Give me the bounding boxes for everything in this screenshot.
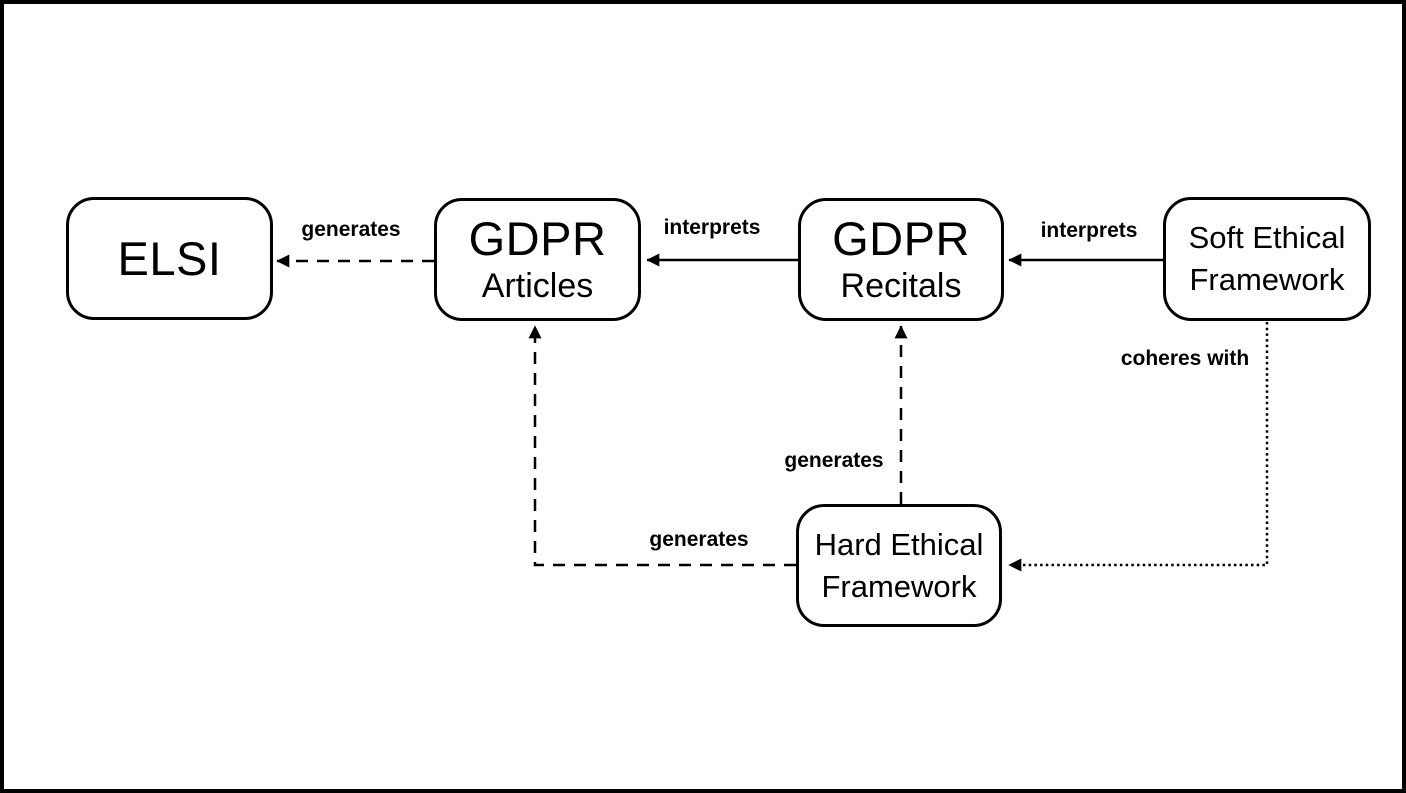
node-gdpr-articles-subtitle: Articles (481, 267, 594, 305)
node-hard-ethical-line1: Hard Ethical (814, 526, 984, 562)
node-elsi: ELSI (66, 197, 273, 320)
node-soft-ethical-framework: Soft Ethical Framework (1163, 197, 1371, 321)
edge-label-interprets-recitals-articles: interprets (661, 216, 763, 240)
edge-label-generates-hard-articles: generates (647, 528, 751, 552)
node-gdpr-articles-title: GDPR (468, 212, 607, 265)
connector-layer (276, 253, 1269, 572)
node-hard-ethical-framework: Hard Ethical Framework (796, 504, 1002, 627)
node-gdpr-recitals-title: GDPR (832, 212, 970, 265)
node-soft-ethical-line2: Framework (1189, 262, 1345, 297)
edge-label-interprets-soft-recitals: interprets (1038, 219, 1140, 243)
edge-label-generates-articles-elsi: generates (299, 218, 403, 242)
node-hard-ethical-line2: Framework (821, 568, 977, 604)
edge-label-generates-hard-recitals: generates (782, 449, 886, 473)
node-gdpr-recitals-subtitle: Recitals (840, 267, 962, 305)
node-gdpr-recitals: GDPR Recitals (798, 198, 1004, 321)
node-gdpr-articles: GDPR Articles (434, 198, 641, 321)
node-elsi-label: ELSI (117, 232, 222, 285)
node-soft-ethical-line1: Soft Ethical (1188, 220, 1346, 255)
edge-label-coheres-with: coheres with (1118, 347, 1252, 371)
